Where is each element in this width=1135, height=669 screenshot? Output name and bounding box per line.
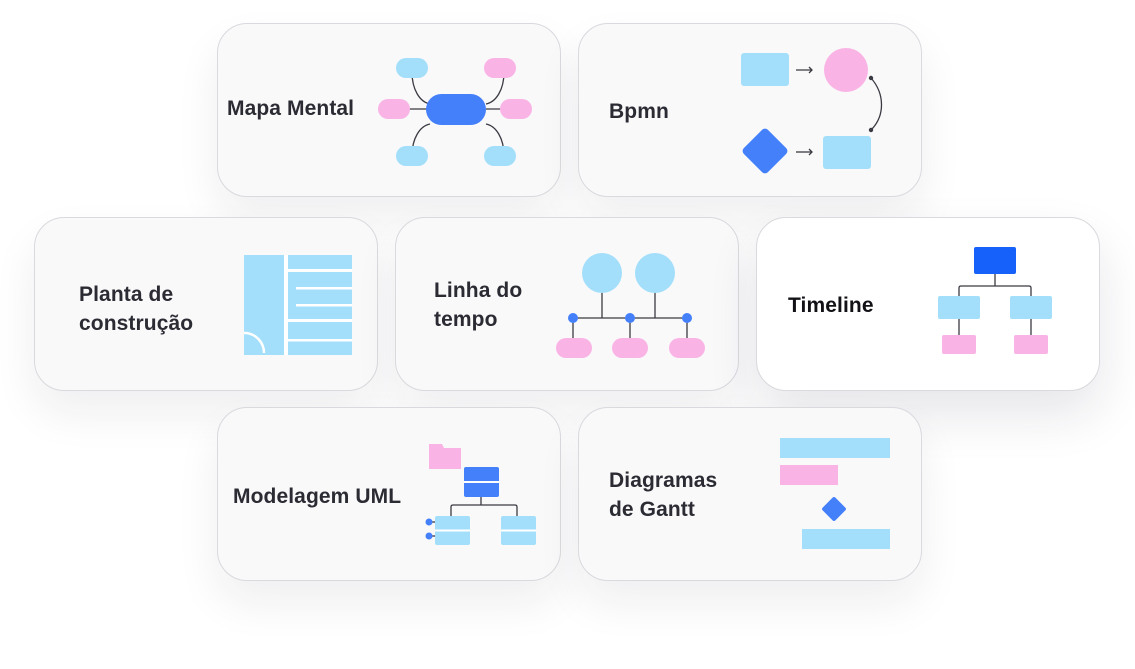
card-label-line-2: de Gantt <box>609 498 695 521</box>
card-label: Bpmn <box>609 100 669 123</box>
card-label-line-1: Diagramas <box>609 469 718 492</box>
timeline-icon <box>556 253 705 358</box>
card-timeline[interactable]: Timeline <box>756 217 1100 391</box>
mind-map-icon <box>378 58 532 166</box>
card-label: Modelagem UML <box>233 485 402 508</box>
card-label-line-1: Planta de <box>79 283 174 306</box>
card-label: Mapa Mental <box>227 97 355 120</box>
card-mapa-mental[interactable]: Mapa Mental <box>217 23 561 197</box>
card-modelagem-uml[interactable]: Modelagem UML <box>217 407 561 581</box>
gantt-chart-icon <box>780 438 890 549</box>
card-linha-do-tempo[interactable]: Linha do tempo <box>395 217 739 391</box>
card-planta-de-construcao[interactable]: Planta de construção <box>34 217 378 391</box>
bpmn-icon <box>741 48 883 174</box>
card-bpmn[interactable]: Bpmn <box>578 23 922 197</box>
card-label-line-1: Linha do <box>434 279 523 302</box>
org-chart-icon <box>938 247 1052 354</box>
card-label: Timeline <box>788 294 874 317</box>
uml-icon <box>425 444 536 545</box>
card-diagramas-de-gantt[interactable]: Diagramas de Gantt <box>578 407 922 581</box>
card-label-line-2: construção <box>79 312 194 335</box>
floor-plan-icon <box>244 255 352 355</box>
card-label-line-2: tempo <box>434 308 498 331</box>
